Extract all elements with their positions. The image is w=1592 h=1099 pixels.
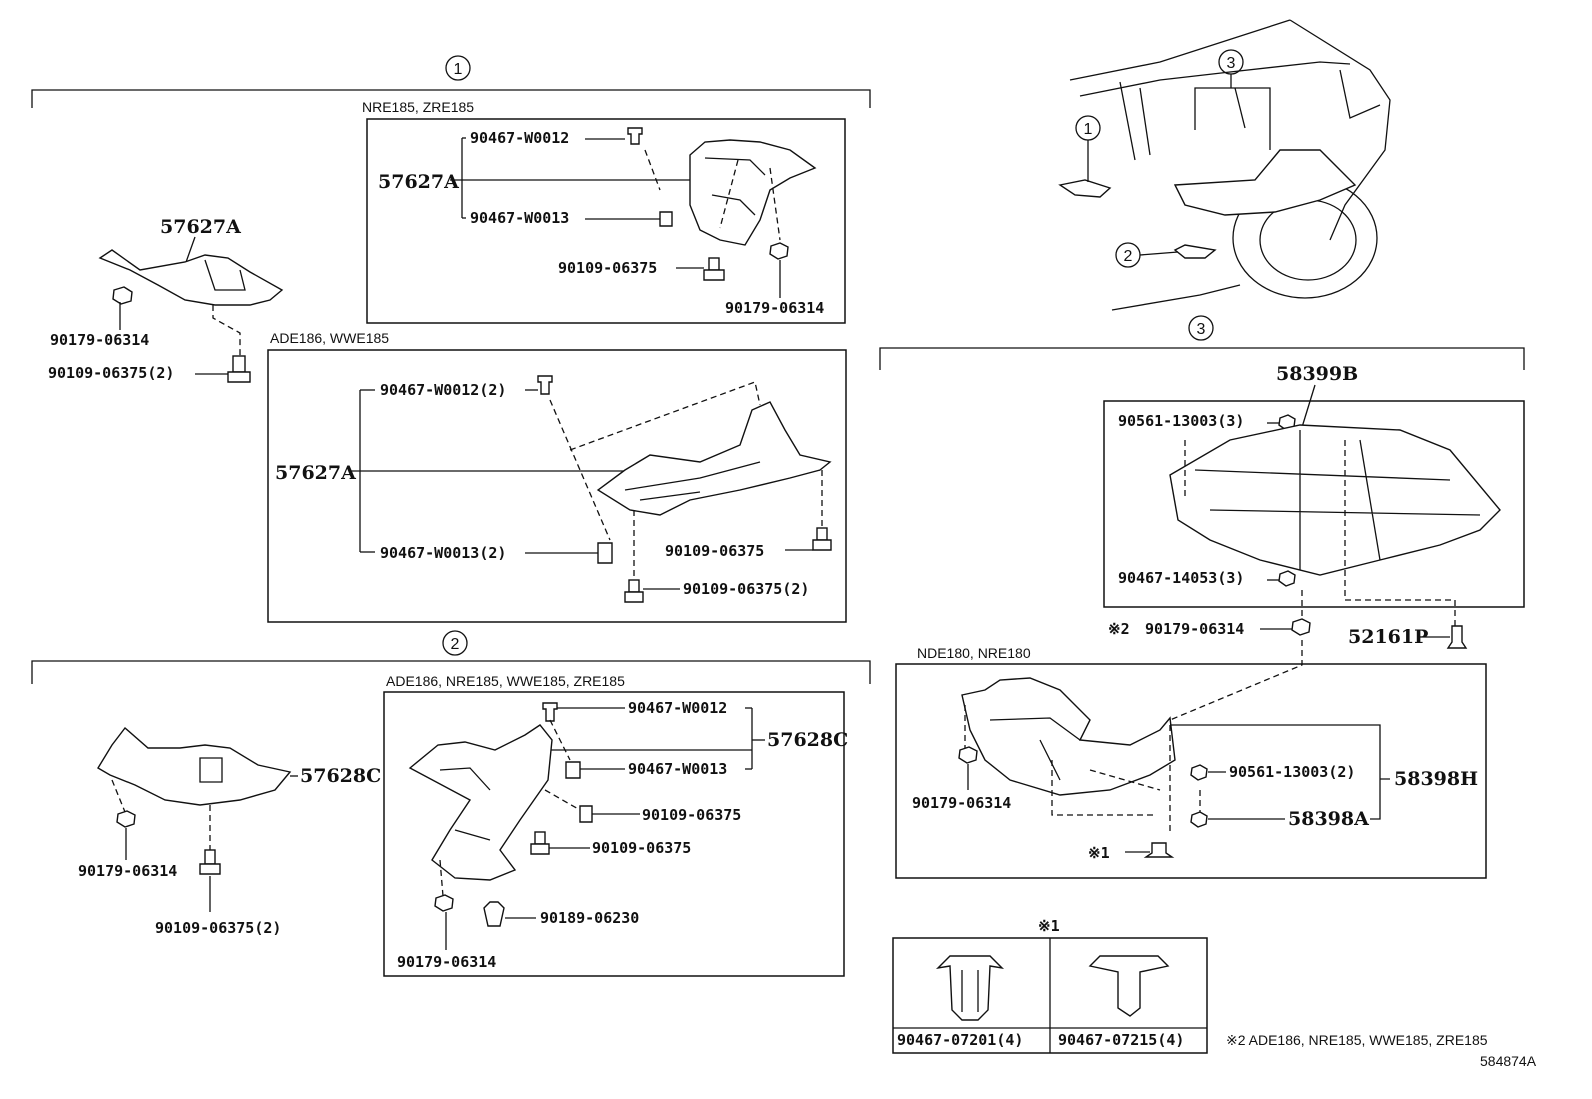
bolt-icon: [812, 527, 832, 551]
part-58398a-label: 58398A: [1288, 808, 1369, 830]
clip-icon: [537, 375, 553, 395]
fastener-90179-06314: 90179-06314: [50, 331, 149, 349]
fastener-90467-w0013: 90467-W0013: [628, 760, 727, 778]
under-cover-part: [97, 726, 292, 806]
vehicle-callout-3: 3: [1227, 55, 1236, 72]
bolt-icon: [227, 355, 251, 383]
fastener-90561-13003-2: 90561-13003(2): [1229, 763, 1355, 781]
part-57628c-label: 57628C: [300, 765, 381, 787]
bolt-icon: [624, 579, 644, 603]
variant-box-58399b: [1103, 400, 1525, 608]
part-57627a-label: 57627A: [275, 462, 356, 484]
bolt-icon: [703, 257, 725, 281]
under-cover-part: [961, 677, 1176, 796]
group-1-callout: 1: [454, 61, 463, 78]
fastener-90179-06314-note2: ※2: [1108, 620, 1130, 638]
nut-icon: [1190, 811, 1208, 828]
group-2-callout: 2: [451, 636, 460, 653]
vehicle-overview: 3 1 2: [1058, 19, 1391, 311]
clip-icon: [659, 211, 673, 227]
part-57628c-label: 57628C: [767, 729, 848, 751]
vehicle-callout-2: 2: [1124, 248, 1133, 265]
under-cover-part: [596, 401, 832, 516]
fastener-90179-06314: 90179-06314: [1145, 620, 1244, 638]
fastener-90179-06314: 90179-06314: [78, 862, 177, 880]
fastener-90467-w0013-2: 90467-W0013(2): [380, 544, 506, 562]
part-57627a-label: 57627A: [160, 216, 241, 238]
fastener-90467-14053-3: 90467-14053(3): [1118, 569, 1244, 587]
clip-icon: [1446, 625, 1468, 649]
clip-icon: [565, 761, 581, 779]
fastener-90109-06375: 90109-06375: [642, 806, 741, 824]
under-cover-1-icon: [1058, 179, 1112, 198]
bolt-icon: [579, 805, 593, 823]
fastener-90179-06314: 90179-06314: [397, 953, 496, 971]
nut-icon: [112, 286, 133, 305]
fastener-90467-w0013: 90467-W0013: [470, 209, 569, 227]
fastener-90179-06314: 90179-06314: [725, 299, 824, 317]
diagram-id: 584874A: [1480, 1053, 1537, 1069]
clip-icon: [1143, 842, 1175, 858]
clip-icon: [597, 542, 613, 564]
clip-icon: [1278, 570, 1296, 587]
group-2: 2 57628C 90179-06314 90109-06375(2) ADE1…: [31, 630, 871, 977]
fastener-90109-06375-2: 90109-06375(2): [48, 364, 174, 382]
nut-icon: [958, 746, 978, 764]
group-3: 3 58399B 90561-13003(3) 90467-14053(3) ※…: [879, 315, 1525, 879]
variant-box-ade-wwe: [267, 349, 847, 623]
clip-icon: [627, 127, 643, 145]
variant-box-nde-nre: [895, 663, 1487, 879]
under-cover-part: [1169, 424, 1501, 576]
under-cover-part: [408, 724, 553, 881]
clip-part-90467-07201: 90467-07201(4): [897, 1031, 1023, 1049]
group-3-callout: 3: [1197, 321, 1206, 338]
fastener-90109-06375-2: 90109-06375(2): [155, 919, 281, 937]
nut-icon: [769, 242, 789, 260]
fastener-90109-06375: 90109-06375: [665, 542, 764, 560]
part-57627a-label: 57627A: [378, 171, 459, 193]
variant-all-models: ADE186, NRE185, WWE185, ZRE185: [386, 673, 625, 689]
bolt-icon: [199, 849, 221, 875]
fastener-90109-06375: 90109-06375: [558, 259, 657, 277]
fastener-90467-w0012: 90467-W0012: [628, 699, 727, 717]
footnote-note2: ※2 ADE186, NRE185, WWE185, ZRE185: [1226, 1032, 1488, 1048]
fastener-90467-w0012-2: 90467-W0012(2): [380, 381, 506, 399]
nut-icon: [116, 810, 136, 828]
part-58399b-label: 58399B: [1276, 363, 1358, 385]
nut-icon: [1291, 618, 1311, 636]
push-clip-icon: [935, 955, 1005, 1021]
clip-part-90467-07215: 90467-07215(4): [1058, 1031, 1184, 1049]
bolt-icon: [530, 831, 550, 855]
variant-box-all: [383, 691, 845, 977]
part-58398h-label: 58398H: [1394, 768, 1478, 790]
variant-nre185-zre185: NRE185, ZRE185: [362, 99, 474, 115]
clip-icon: [483, 901, 505, 927]
push-clip-icon: [1088, 955, 1170, 1017]
nut-icon: [434, 894, 454, 912]
fastener-90109-06375-2: 90109-06375(2): [683, 580, 809, 598]
fastener-90467-w0012: 90467-W0012: [470, 129, 569, 147]
under-cover-part: [689, 139, 817, 246]
fastener-90561-13003-3: 90561-13003(3): [1118, 412, 1244, 430]
nut-icon: [1190, 764, 1208, 781]
variant-ade186-wwe185: ADE186, WWE185: [270, 330, 389, 346]
clip-table-header: ※1: [1038, 917, 1060, 935]
variant-box-nre-zre: [366, 118, 846, 324]
clip-note1-mark: ※1: [1088, 844, 1110, 862]
under-cover-part: [98, 249, 284, 306]
fastener-90189-06230: 90189-06230: [540, 909, 639, 927]
fastener-90109-06375: 90109-06375: [592, 839, 691, 857]
vehicle-callout-1: 1: [1084, 121, 1093, 138]
variant-nde180-nre180: NDE180, NRE180: [917, 645, 1031, 661]
part-52161p-label: 52161P: [1348, 626, 1428, 648]
fastener-90179-06314: 90179-06314: [912, 794, 1011, 812]
clip-table: ※1 90467-07201(4) 90467-07215(4): [892, 917, 1208, 1054]
clip-icon: [542, 702, 558, 722]
group-1: 1 57627A 90179-06314 90109-06375(2) NRE1…: [31, 55, 871, 623]
under-cover-2-icon: [1173, 244, 1217, 259]
